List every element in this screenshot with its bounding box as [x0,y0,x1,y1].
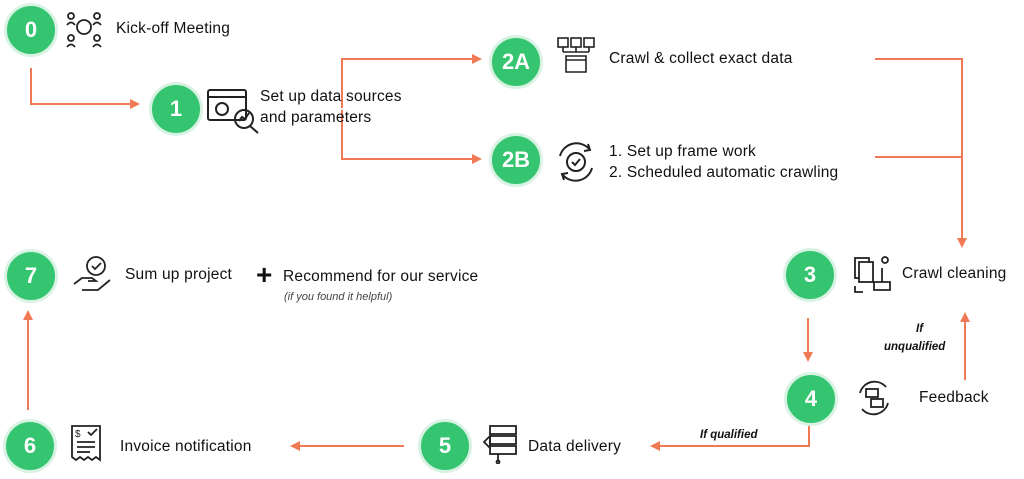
gear-cycle-icon [559,142,593,182]
settings-analysis-icon [207,89,259,134]
step-2b-label-line1: 1. Set up frame work [609,143,757,160]
feedback-icon [859,380,889,416]
step-0-label: Kick-off Meeting [116,20,231,37]
step-1-label-line2: and parameters [260,109,372,126]
step-3-label: Crawl cleaning [902,265,1007,282]
step-2a-badge: 2A [489,35,543,89]
step-6-label: Invoice notification [120,438,252,455]
hand-check-icon [73,256,111,291]
step-6-badge: 6 [3,419,57,473]
step-2b-label-line2: 2. Scheduled automatic crawling [609,164,839,181]
step-7-label: Sum up project [125,266,233,283]
if-qualified-label: If qualified [700,429,758,441]
data-collect-icon [557,37,595,73]
team-meeting-icon [66,12,102,48]
step-2a-label: Crawl & collect exact data [609,50,793,67]
step-1-badge: 1 [149,82,203,136]
arrow-4-to-5 [650,425,810,451]
svg-text:$: $ [75,429,81,440]
cleaning-icon [854,256,891,293]
data-delivery-icon [482,425,517,464]
step-1-label-line1: Set up data sources [260,88,402,105]
step-7-badge: 7 [4,249,58,303]
step-0-badge: 0 [4,3,58,57]
step-4-label: Feedback [919,389,989,406]
step-3-badge: 3 [783,248,837,302]
recommend-label: Recommend for our service [283,268,479,285]
invoice-icon: $ [71,425,101,462]
arrow-0-to-1 [30,68,140,109]
plus-sign: + [256,259,273,290]
step-2b-badge: 2B [489,133,543,187]
step-5-label: Data delivery [528,438,622,455]
arrow-1-to-2a [341,54,482,108]
if-unqualified-label-line1: If [916,323,924,335]
arrow-1-to-2b [341,110,482,164]
step-5-badge: 5 [418,419,472,473]
line-2a-to-merge [875,58,967,248]
recommend-note: (if you found it helpful) [284,291,393,303]
step-4-badge: 4 [784,372,838,426]
if-unqualified-label-line2: unqualified [884,341,946,353]
